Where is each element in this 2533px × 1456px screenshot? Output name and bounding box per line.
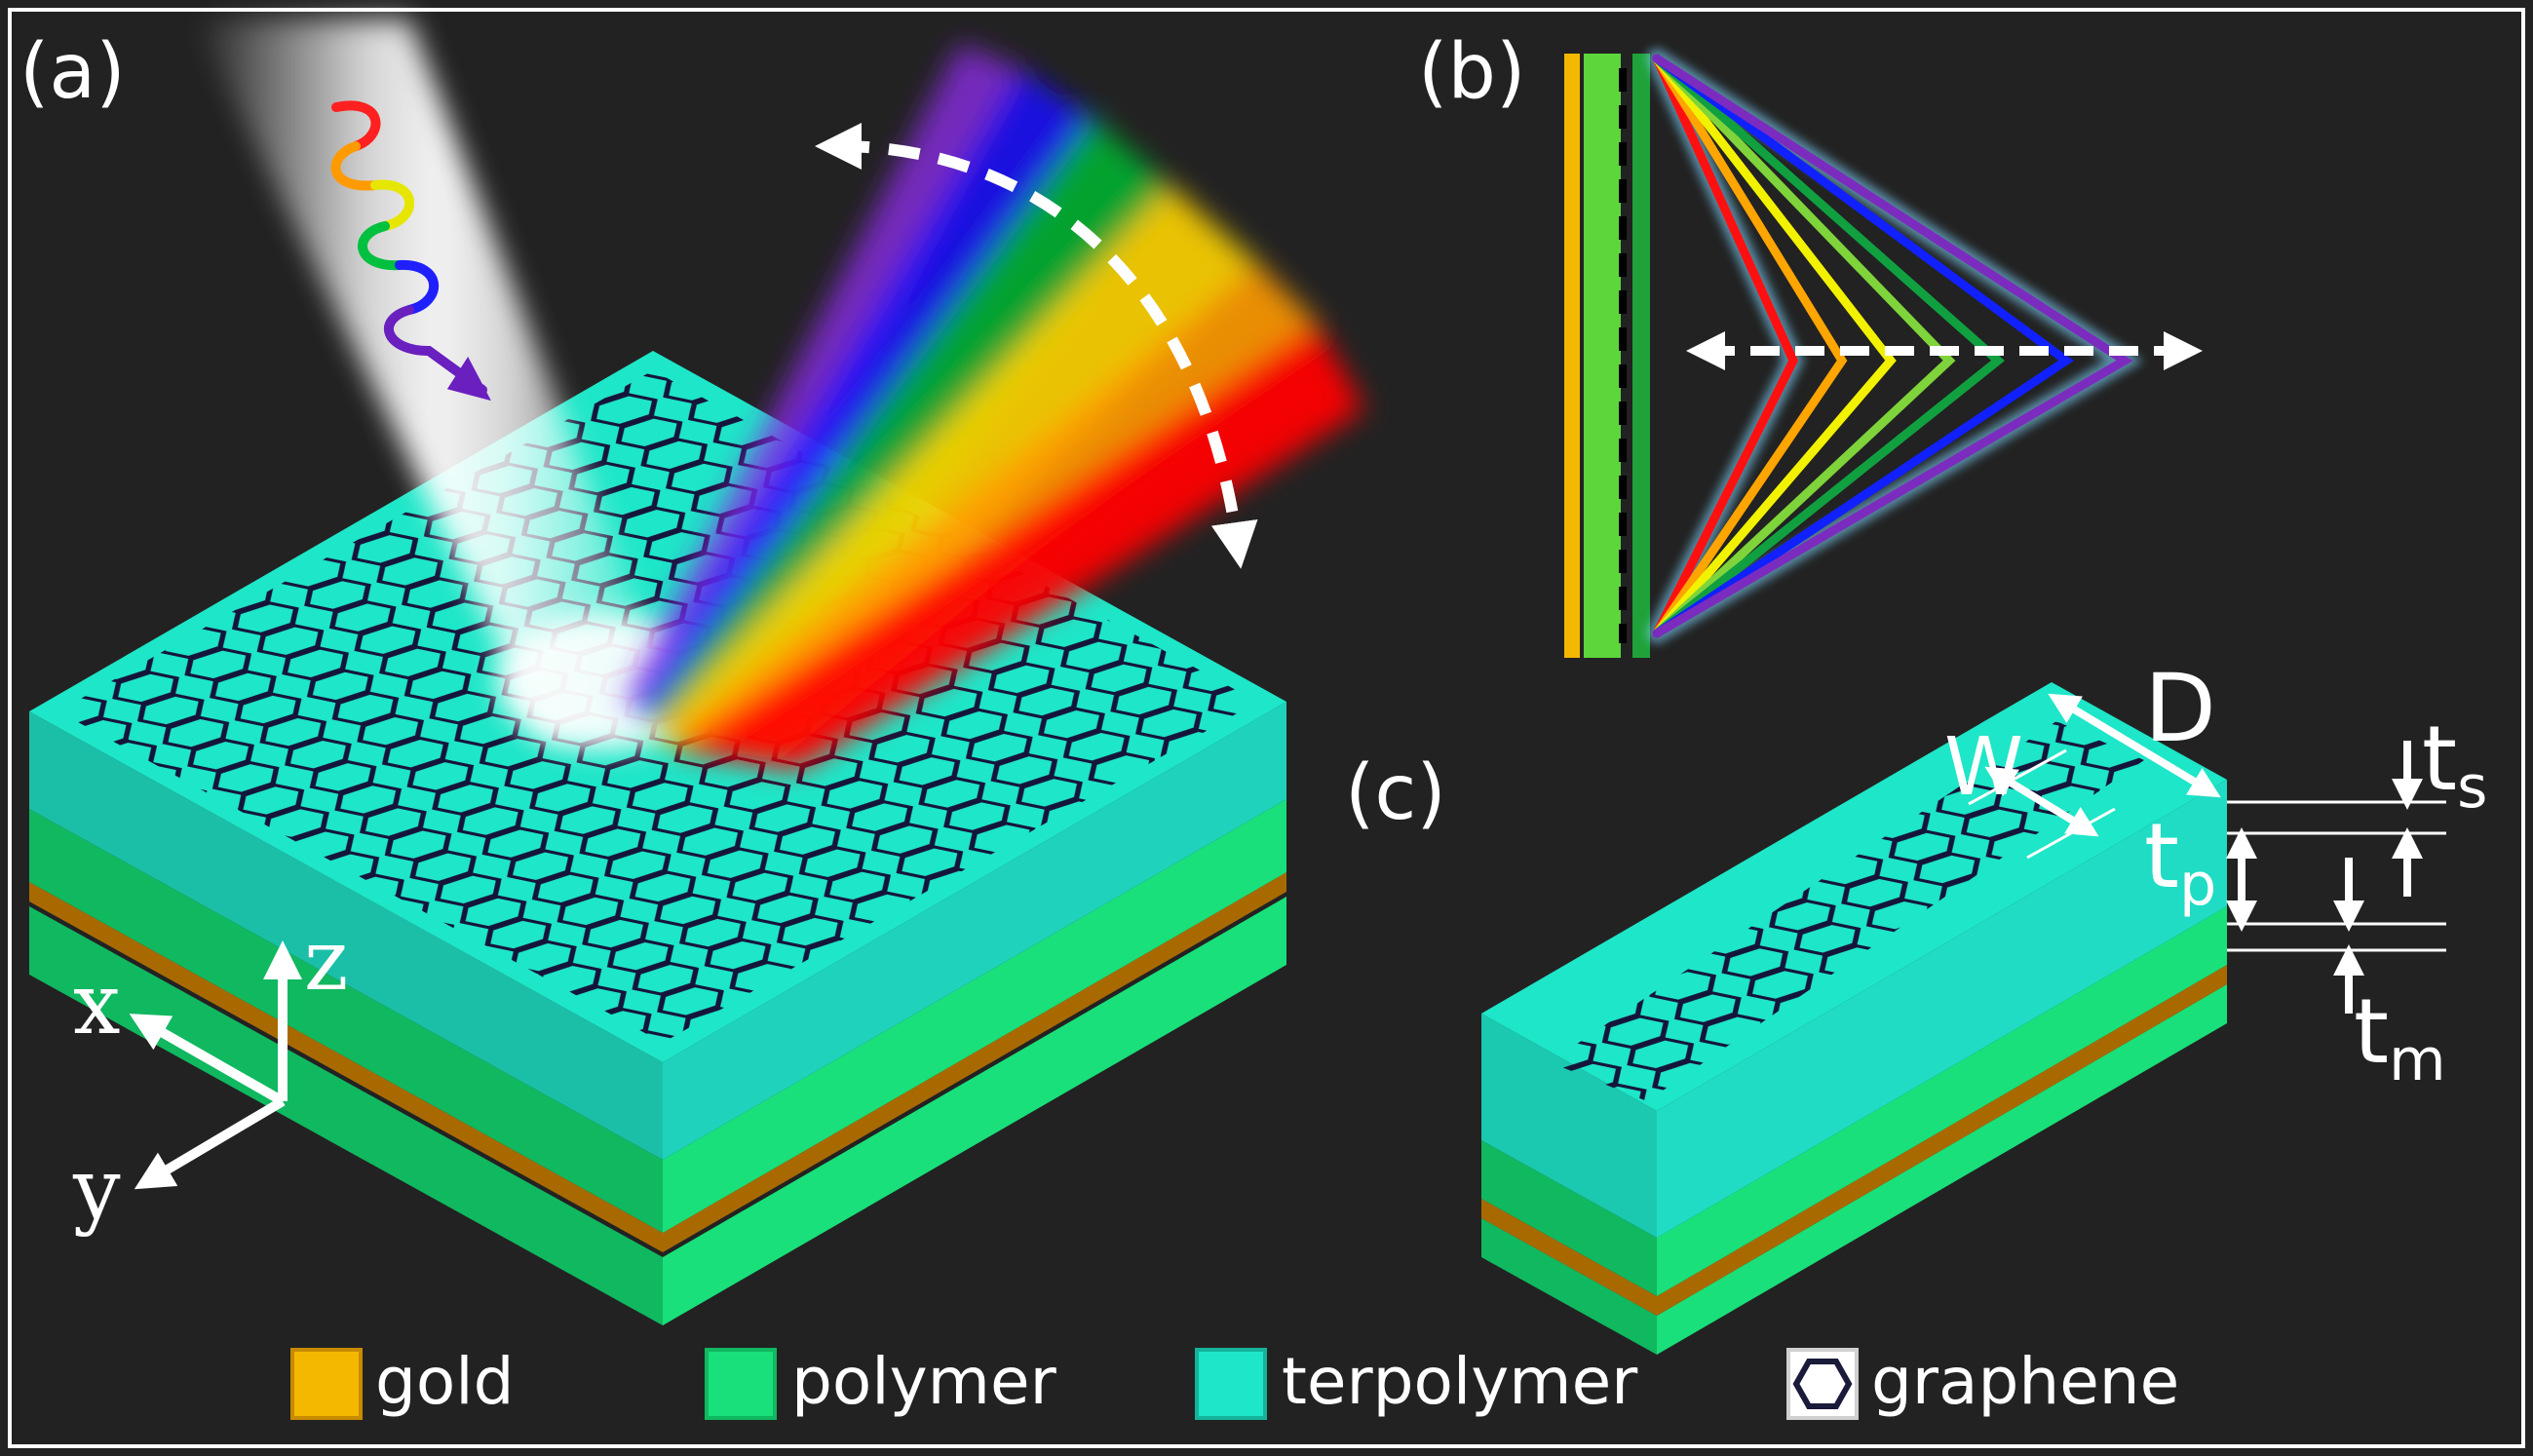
legend-label-gold: gold [375,1344,515,1419]
coordinate-axes [129,940,302,1190]
axis-label-y: y [72,1141,121,1239]
dim-label-tp: tp [2144,804,2216,919]
slab-c-side-mid [1657,906,2227,1296]
dim-W-arrow [1984,766,2099,837]
slab-c-front-bottom [1481,1218,1657,1355]
panel-label-a: (a) [19,28,126,116]
dim-D-arrow [2048,693,2221,798]
panel-label-b: (b) [1418,28,1525,116]
slab-c-front-terp [1481,1014,1657,1238]
slab-c-front-mid [1481,1140,1657,1296]
legend: gold polymer terpolymer graphene [290,1344,2179,1420]
tp-sub: p [2179,851,2216,919]
slab-a-gold-right [663,872,1286,1252]
b-gold-strip [1564,54,1580,658]
slab-a-mid-left [29,809,663,1233]
frame-border [8,8,2525,1448]
legend-label-polymer: polymer [791,1344,1057,1419]
slab-a-terp-right [663,702,1286,1160]
dim-label-W: W [1944,721,2023,814]
panel-label-c: (c) [1345,749,1446,837]
legend-swatch-terpolymer [1195,1348,1267,1420]
tm-sub: m [2389,1026,2445,1094]
b-terpolymer-strip [1632,54,1650,658]
wavy-light-arrow [330,100,491,402]
slab-a-left-bottom [29,906,663,1325]
dim-label-tm: tm [2354,979,2446,1094]
legend-swatch-polymer [705,1348,777,1420]
tm-main: t [2354,979,2389,1084]
slab-c-front-gold [1481,1199,1657,1316]
slab-a-gold-left [29,882,663,1252]
legend-label-terpolymer: terpolymer [1282,1344,1638,1419]
dim-W-ext2 [2026,807,2116,860]
panel-c-slab [1481,682,2227,1355]
ts-main: t [2422,707,2457,811]
ts-sub: s [2457,753,2487,822]
dim-label-D: D [2144,654,2216,763]
axis-label-x: x [73,956,121,1054]
legend-swatch-gold [290,1348,363,1420]
legend-label-graphene: graphene [1871,1344,2179,1419]
slab-c-side-gold [1657,965,2227,1316]
tp-main: t [2144,804,2179,908]
slab-c-side-bottom [1657,984,2227,1355]
slab-c-side-terp [1657,780,2227,1238]
incident-beam [195,19,682,741]
slab-a-right-bottom [663,897,1286,1325]
panel-b-cross-section [1564,54,1650,658]
dim-label-ts: ts [2422,707,2487,822]
dimension-arrows [1968,693,2446,1014]
scan-direction-arrow [815,123,1258,569]
slab-a-mid-right [663,799,1286,1233]
slab-a-terp-left [29,711,663,1160]
axis-label-z: z [304,912,348,1010]
graphene-hexagon-icon [1792,1359,1853,1409]
b-polymer-strip [1584,54,1621,658]
